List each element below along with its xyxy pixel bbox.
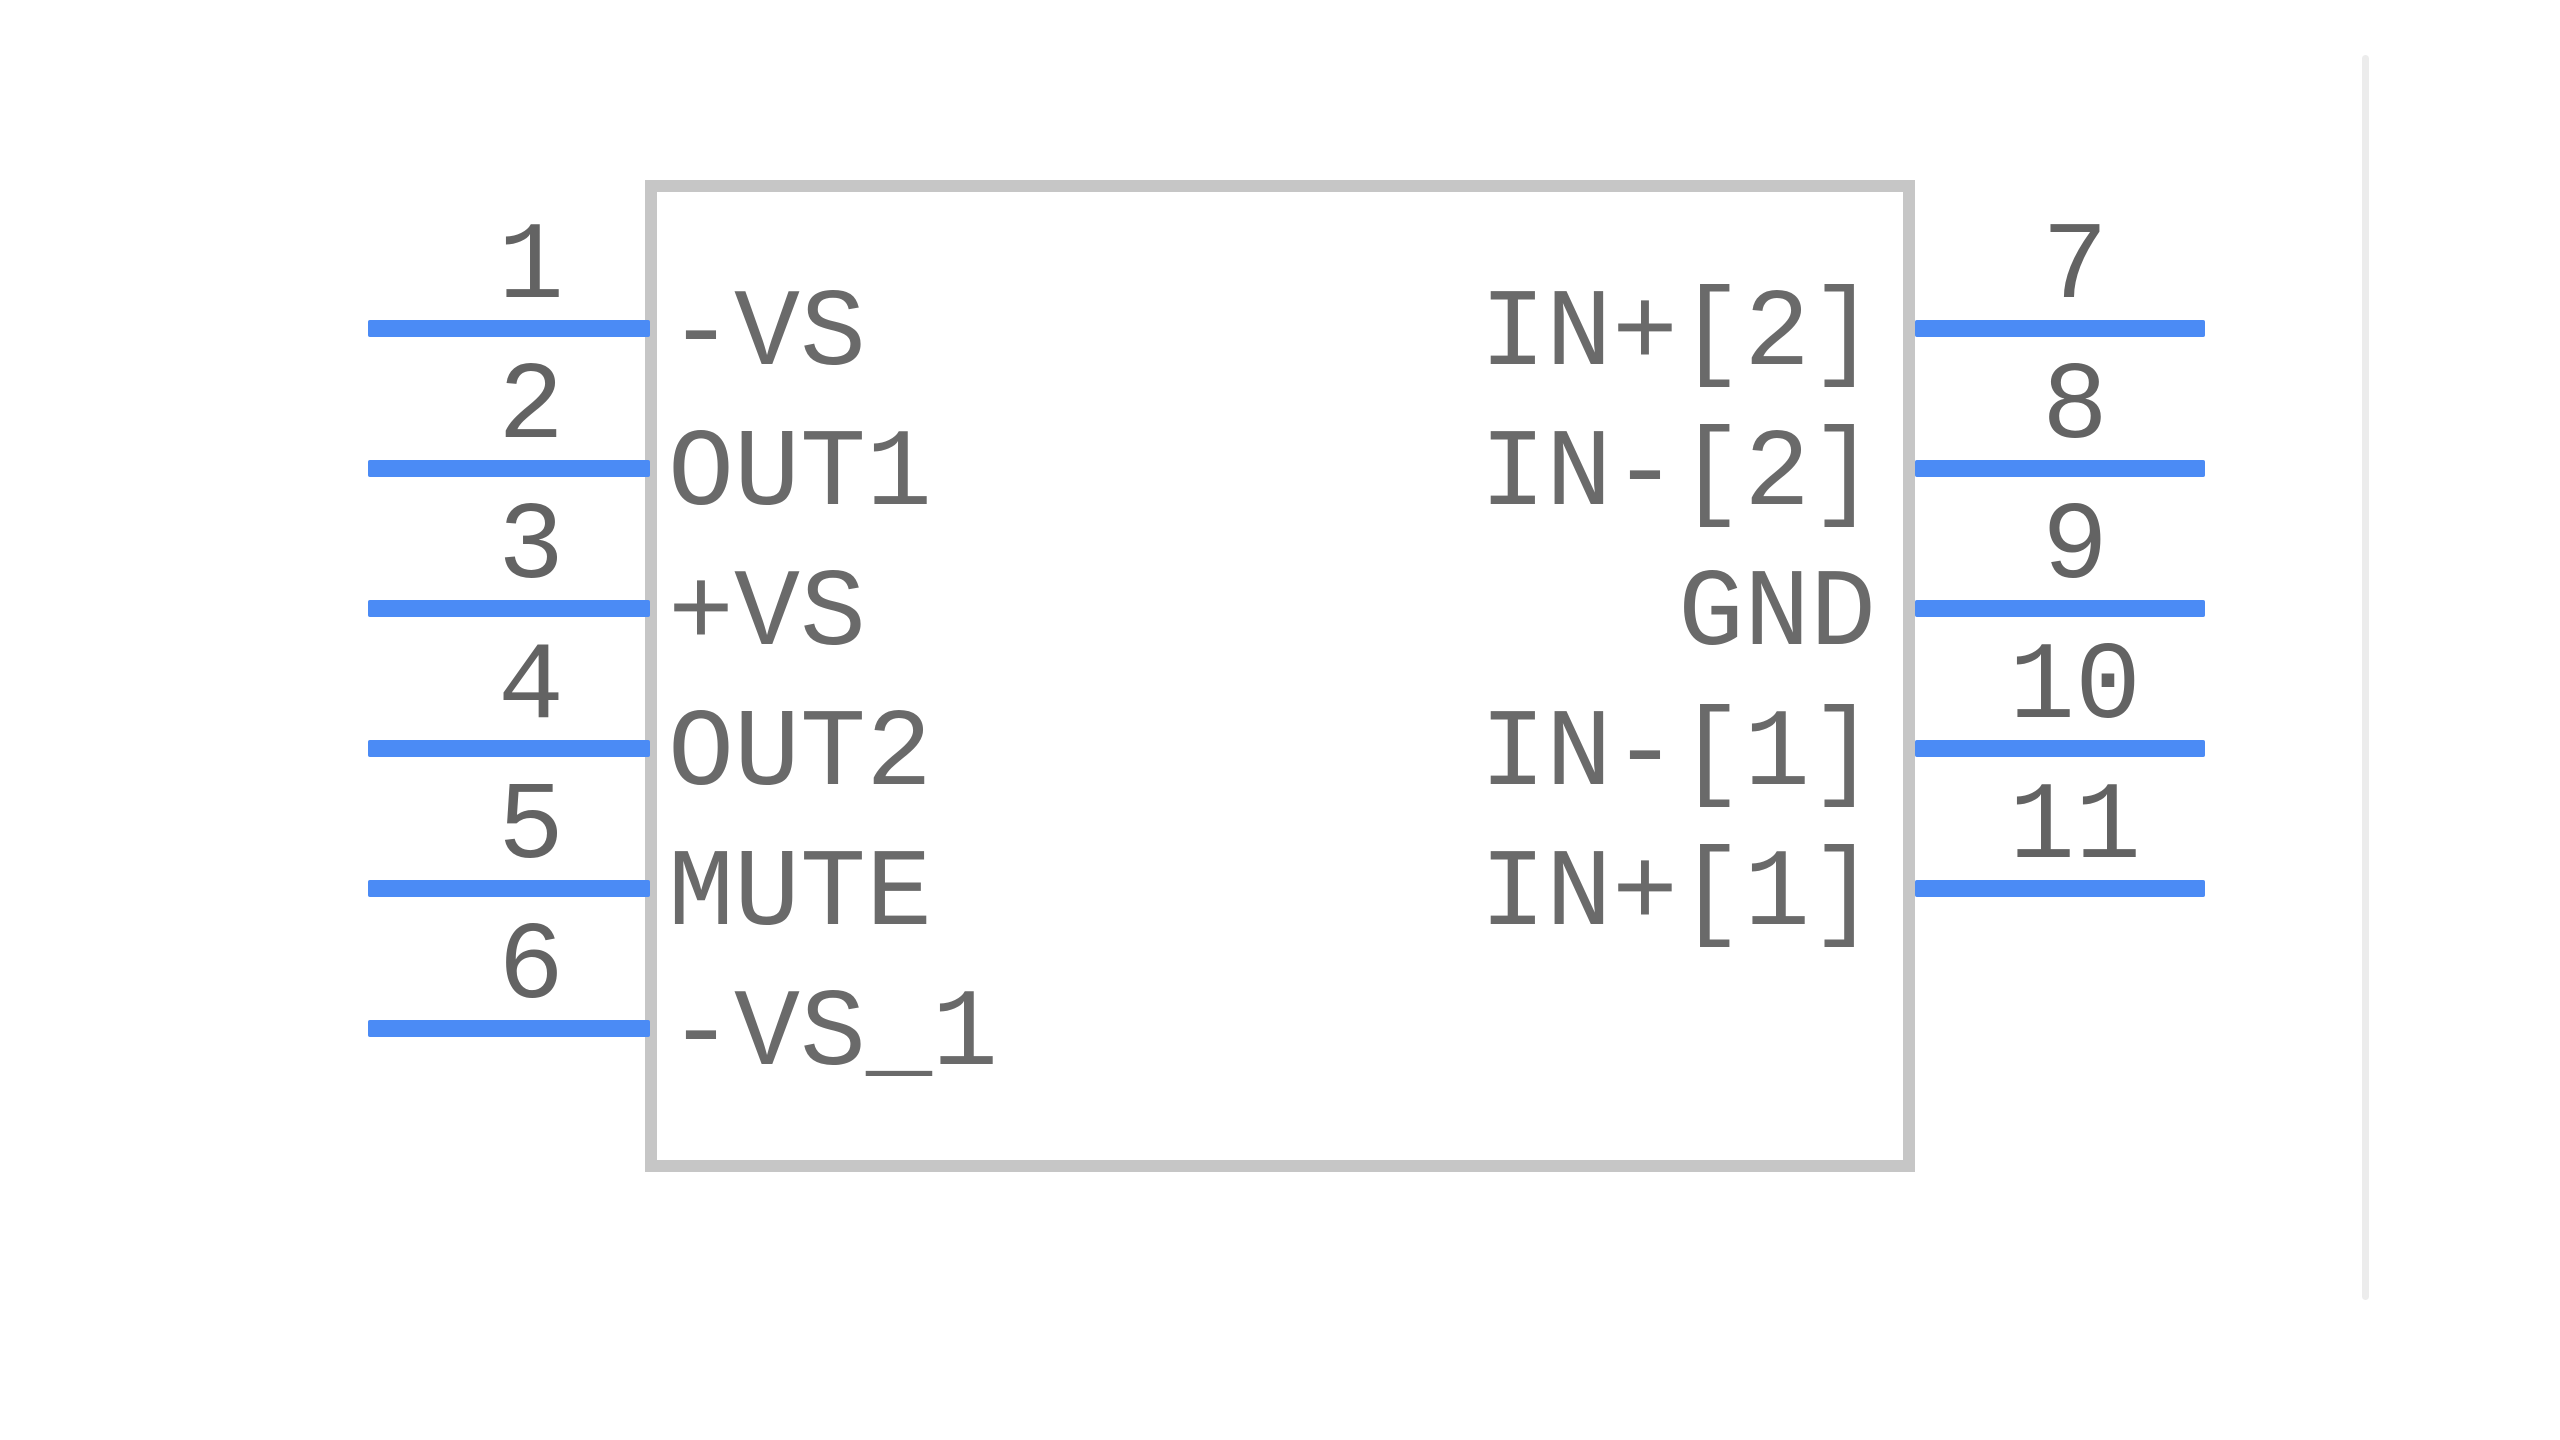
pin-name-label: OUT2 [668,693,933,818]
pin-line [368,600,650,617]
symbol-body-outline [645,180,1915,1172]
pin-number: 4 [497,626,564,751]
pin-number: 8 [2041,346,2108,471]
pin-name-label: IN-[1] [1479,693,1876,818]
pin-number: 11 [2008,766,2142,891]
pin-line [368,740,650,757]
pin-number: 2 [497,346,564,471]
pin-number: 1 [497,206,564,331]
pin-number: 7 [2041,206,2108,331]
pin-name-label: OUT1 [668,413,933,538]
pin-line [1915,320,2205,337]
pin-line [368,460,650,477]
pin-line [1915,460,2205,477]
pin-name-label: IN+[2] [1479,273,1876,398]
pin-line [1915,880,2205,897]
pin-number: 10 [2008,626,2142,751]
panel-divider [2362,55,2369,1300]
pin-number: 3 [497,486,564,611]
pin-name-label: IN-[2] [1479,413,1876,538]
pin-name-label: -VS [668,273,867,398]
pin-line [368,320,650,337]
pin-line [368,1020,650,1037]
pin-name-label: MUTE [668,833,933,958]
pin-line [368,880,650,897]
pin-number: 5 [497,766,564,891]
pin-name-label: GND [1677,553,1876,678]
pin-name-label: +VS [668,553,867,678]
pin-number: 9 [2041,486,2108,611]
pin-line [1915,740,2205,757]
pin-name-label: IN+[1] [1479,833,1876,958]
pin-line [1915,600,2205,617]
pin-name-label: -VS_1 [668,973,999,1098]
pin-number: 6 [497,906,564,1031]
